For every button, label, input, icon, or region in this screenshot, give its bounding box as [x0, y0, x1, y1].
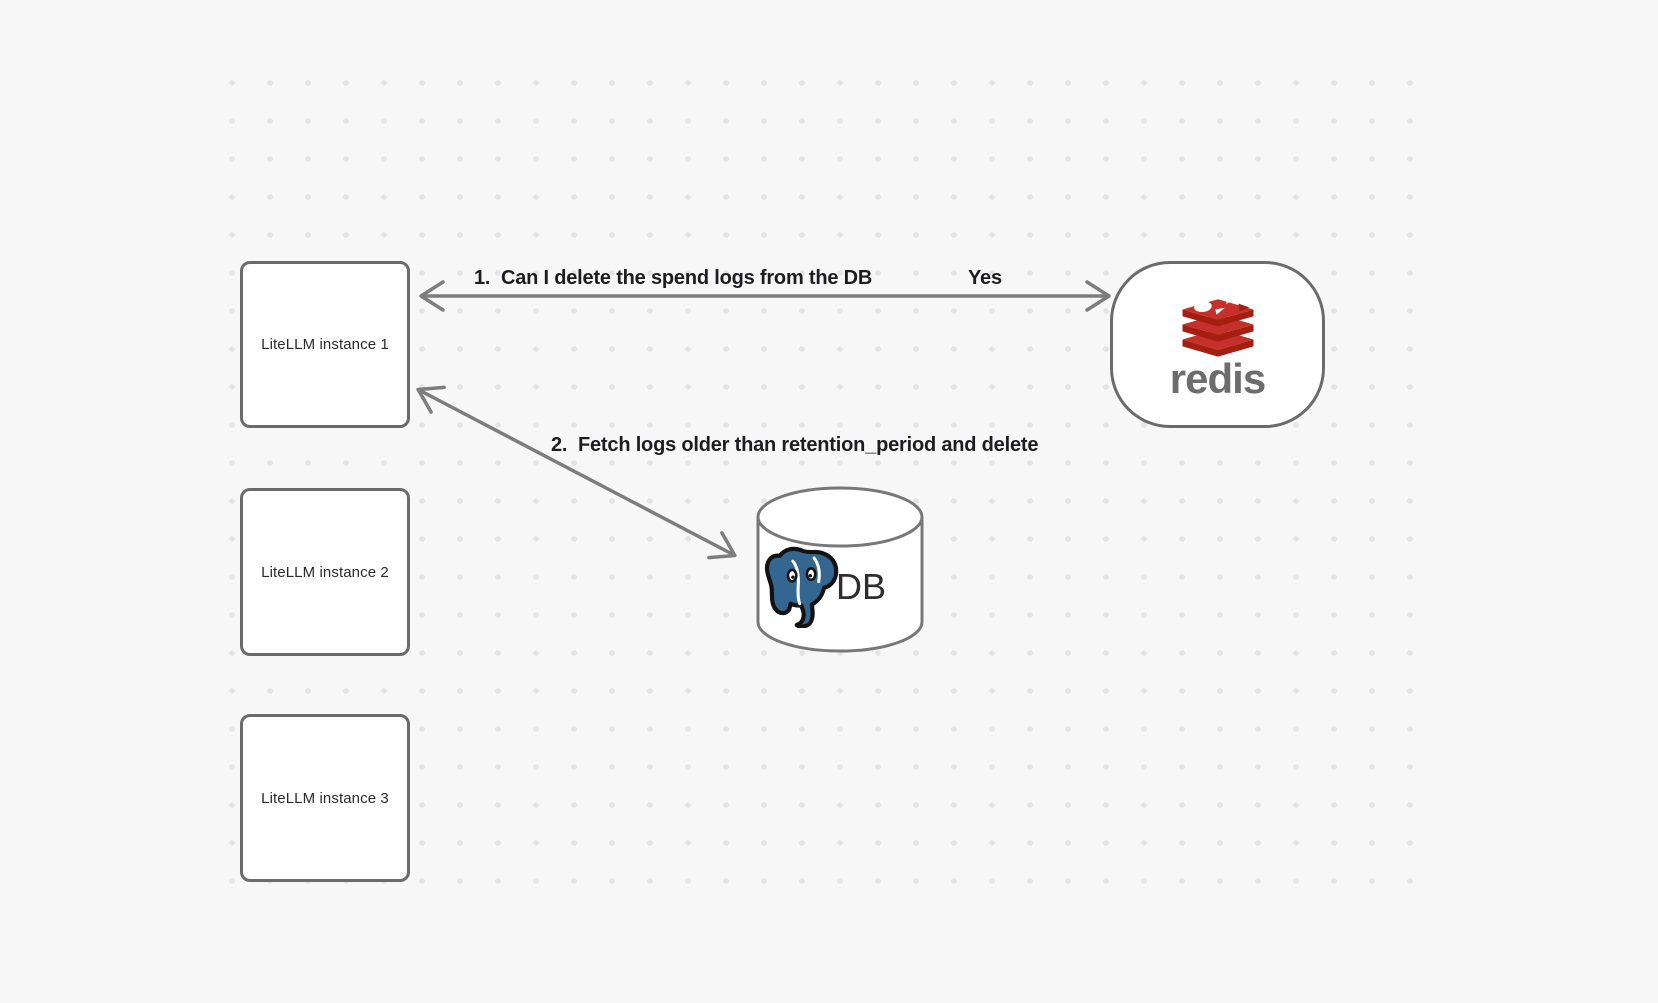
node-label: LiteLLM instance 2 — [261, 563, 389, 581]
postgresql-elephant-icon — [763, 546, 841, 629]
arrow-litellm1-db — [416, 385, 737, 560]
node-litellm-instance-2: LiteLLM instance 2 — [240, 488, 410, 656]
redis-star-shape — [1223, 291, 1237, 305]
redis-dark-triangle-shape — [1237, 303, 1249, 312]
redis-stack-icon — [1182, 291, 1253, 357]
node-litellm-instance-1: LiteLLM instance 1 — [240, 261, 410, 428]
redis-white-triangle-shape — [1214, 307, 1225, 315]
node-redis: redis — [1110, 261, 1325, 428]
edge-label-yes: Yes — [968, 267, 1002, 289]
edge-label-can-i-delete: 1. Can I delete the spend logs from the … — [474, 267, 873, 289]
node-litellm-instance-3: LiteLLM instance 3 — [240, 714, 410, 882]
edge-label-fetch-logs: 2. Fetch logs older than retention_perio… — [551, 434, 1039, 456]
redis-wordmark: redis — [1169, 355, 1266, 402]
node-label: LiteLLM instance 3 — [261, 789, 389, 807]
node-label: LiteLLM instance 1 — [261, 336, 389, 353]
db-node-label: DB — [836, 566, 887, 607]
